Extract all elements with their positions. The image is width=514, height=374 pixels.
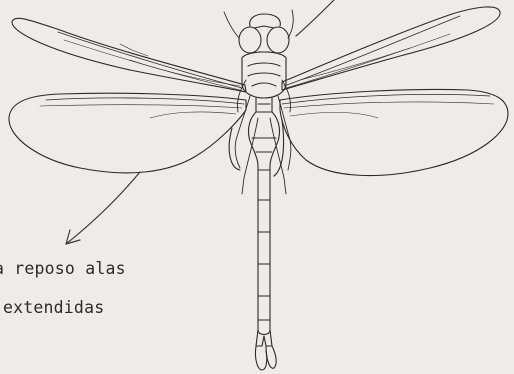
annotation-caption-line-2: extendidas bbox=[3, 298, 104, 317]
annotation-caption-line-1: a reposo alas bbox=[0, 259, 126, 278]
